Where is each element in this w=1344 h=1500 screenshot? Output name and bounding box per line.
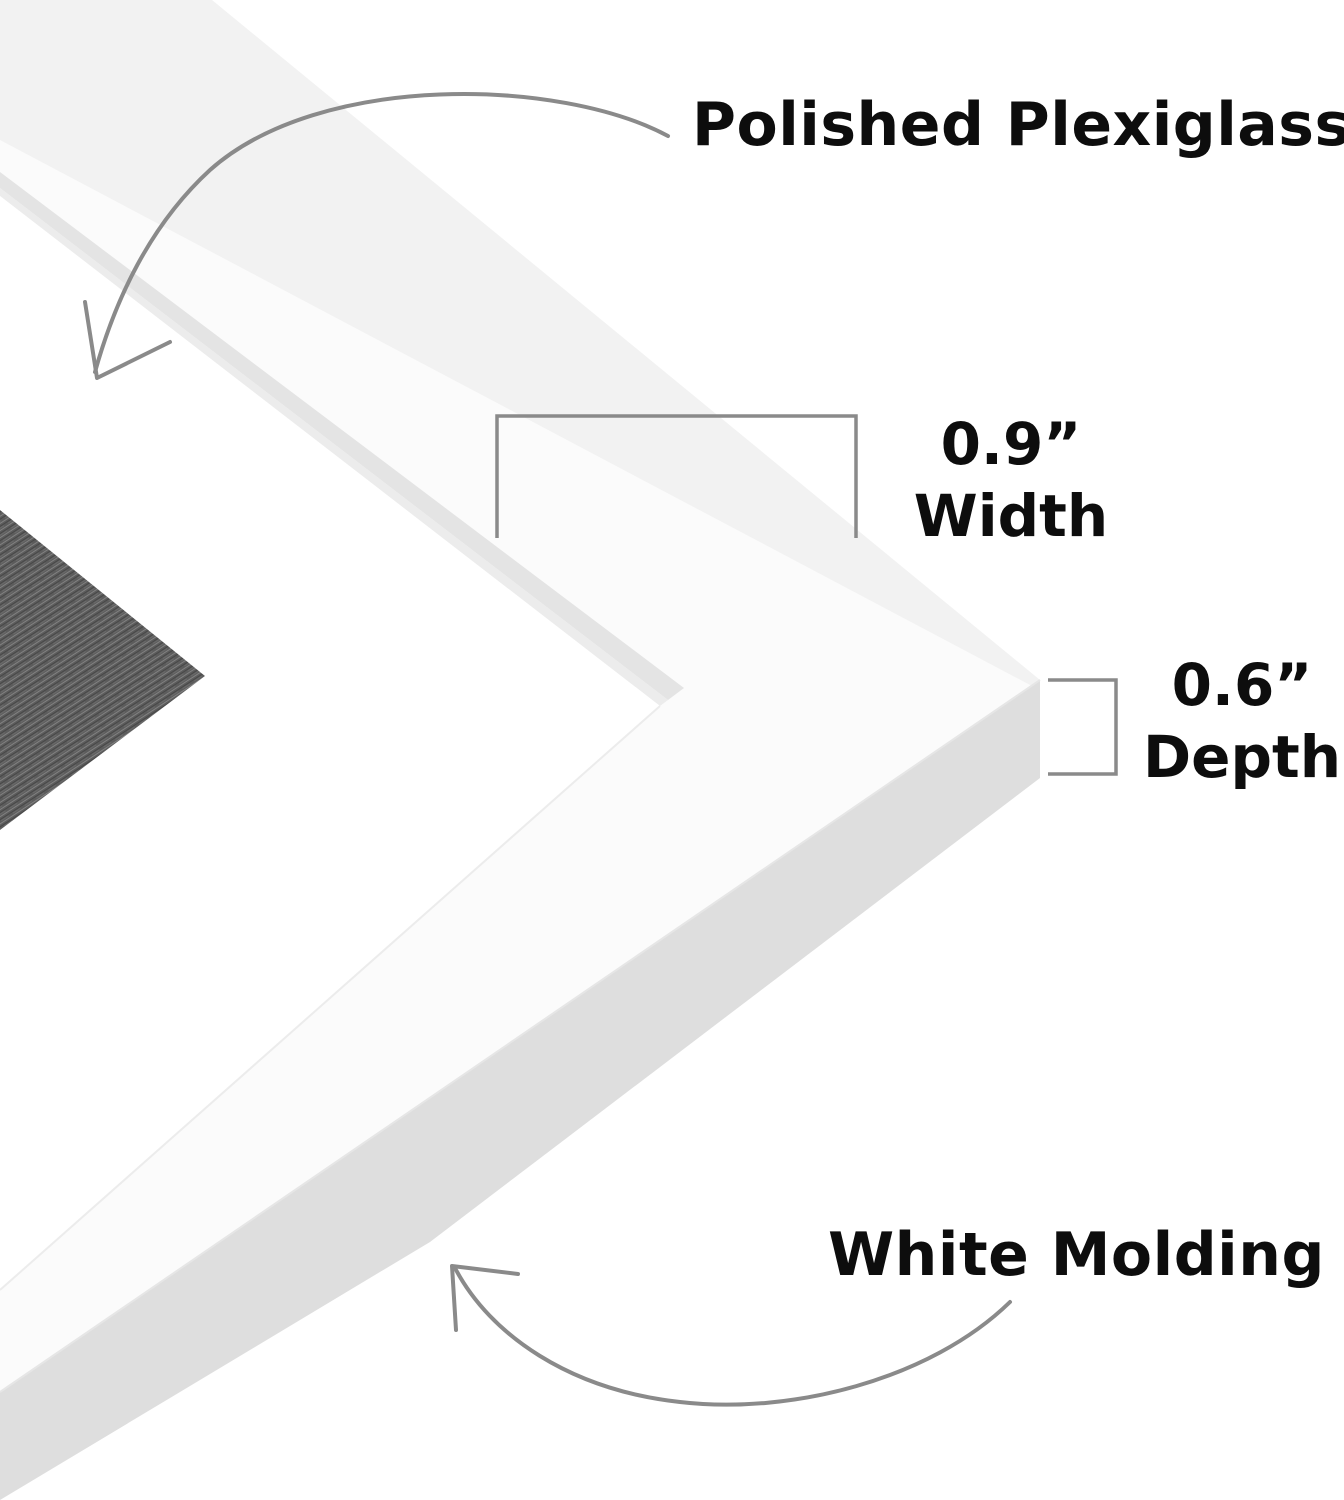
width-callout: 0.9” Width: [900, 408, 1122, 552]
artwork-photo: [0, 510, 205, 830]
plexiglass-arrowhead-icon: [83, 300, 172, 380]
plexiglass-arrow-curve: [93, 92, 670, 374]
molding-arrow-curve: [453, 1266, 1012, 1407]
depth-bracket: [1048, 678, 1118, 776]
frame-top-edge: [0, 0, 1040, 686]
molding-label: White Molding: [828, 1220, 1325, 1290]
depth-value: 0.6”: [1171, 651, 1313, 719]
frame-outer-line: [0, 679, 1041, 1393]
plexiglass-inner-line: [0, 188, 668, 706]
mat-board: [0, 196, 660, 1290]
plexiglass-bevel: [0, 172, 684, 700]
molding-arrowhead-icon: [450, 1264, 520, 1332]
frame-depth-edge: [0, 680, 1040, 1500]
mat-edge-line: [0, 705, 661, 1291]
width-value: 0.9”: [940, 410, 1082, 478]
width-label: Width: [913, 482, 1109, 550]
depth-callout: 0.6” Depth: [1140, 649, 1344, 793]
plexiglass-label: Polished Plexiglass: [692, 90, 1344, 160]
depth-label: Depth: [1142, 723, 1341, 791]
width-bracket: [495, 414, 858, 538]
